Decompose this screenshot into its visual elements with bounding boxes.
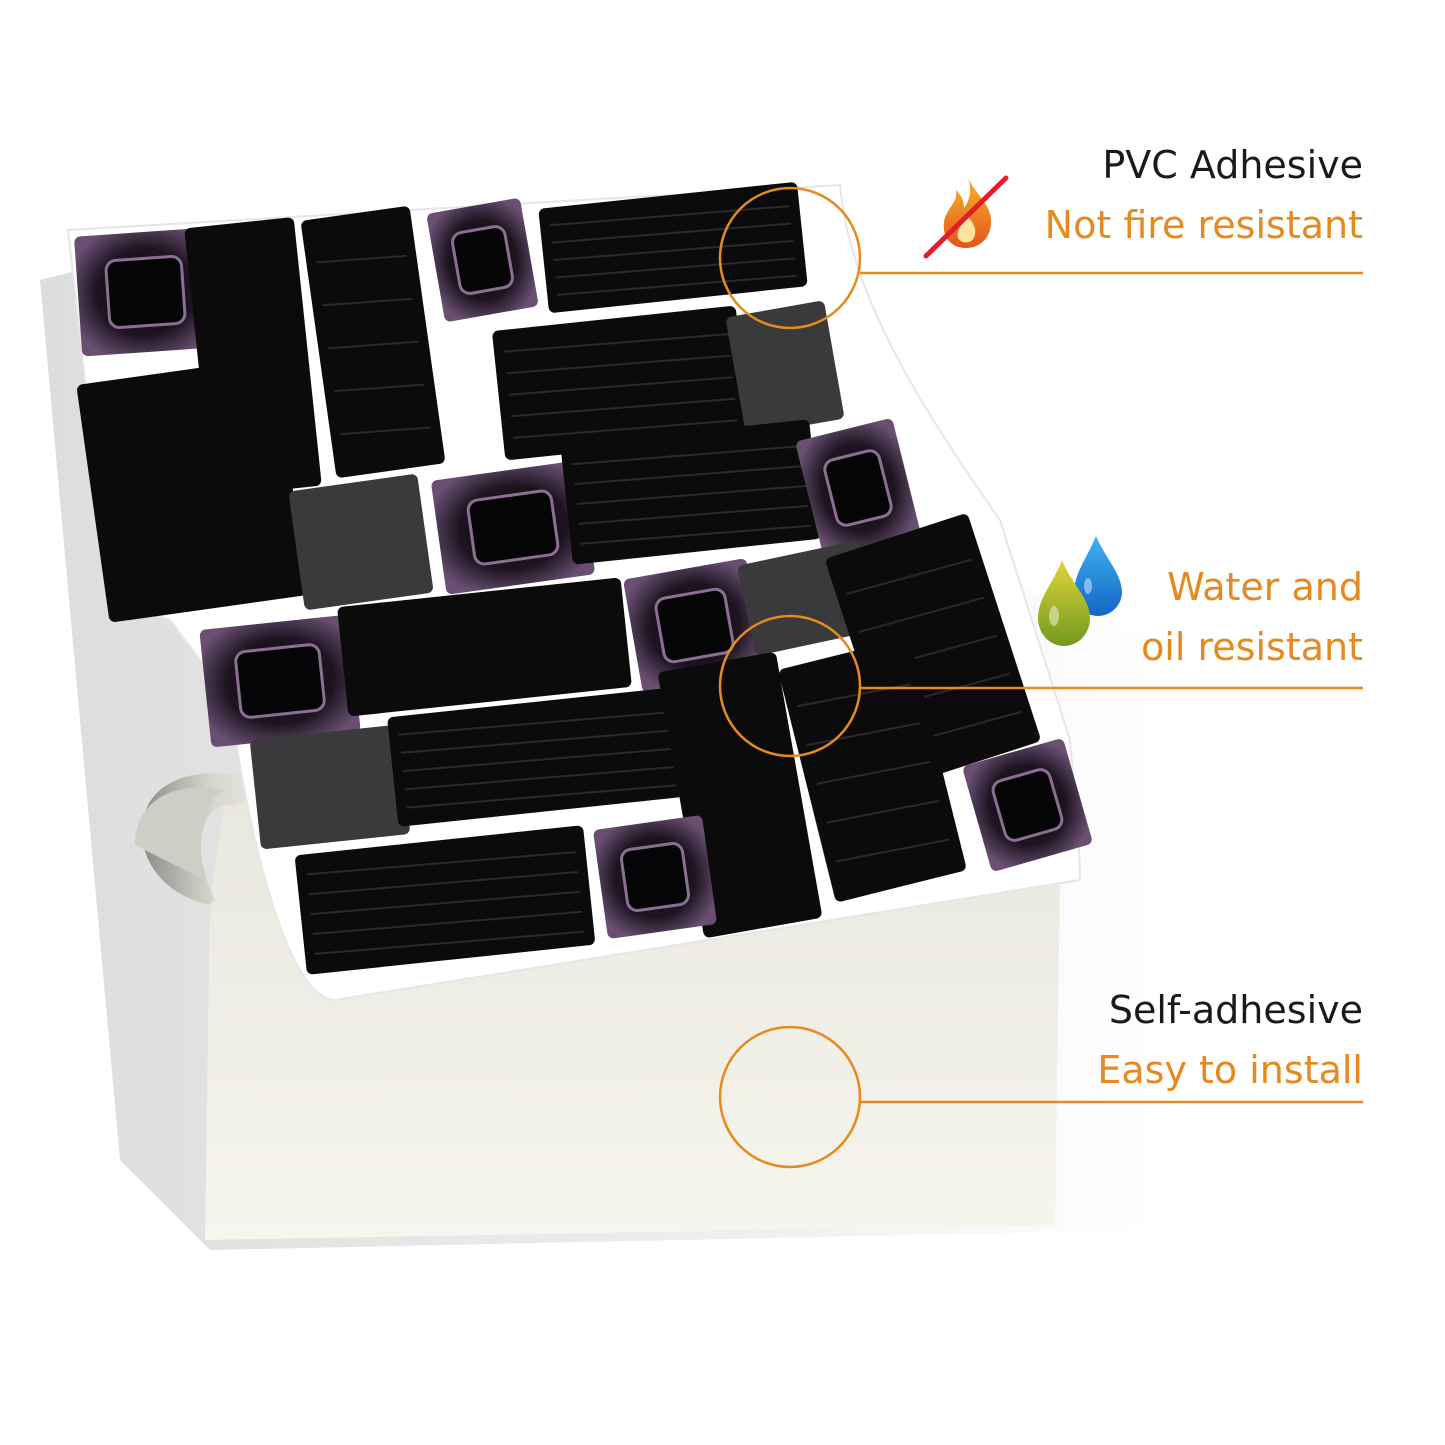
wood-grain — [551, 222, 792, 244]
grey-tile — [250, 725, 410, 849]
callout-circle-middle — [718, 614, 862, 758]
wood-grain — [398, 711, 669, 736]
wood-grain — [504, 333, 729, 353]
wood-grain — [574, 465, 804, 486]
black-tile — [77, 358, 307, 622]
no-fire-icon — [923, 175, 1009, 259]
wood-grain — [322, 297, 413, 307]
wood-grain — [835, 838, 950, 863]
wood-grain — [310, 890, 580, 916]
wood-grain — [513, 419, 738, 439]
wood-grain — [858, 596, 985, 634]
black-tile — [561, 419, 821, 565]
wood-grain — [826, 799, 940, 824]
gem-highlight — [234, 643, 326, 719]
wood-grain — [557, 274, 797, 296]
wood-grain — [314, 930, 585, 955]
wood-grain — [308, 870, 578, 896]
wood-grain — [576, 484, 807, 506]
wood-grain — [553, 239, 794, 262]
wood-grain — [316, 254, 407, 264]
gem-highlight — [823, 449, 893, 527]
wood-grain — [580, 524, 811, 545]
wood-grain — [328, 340, 419, 350]
black-tile — [301, 206, 445, 478]
wood-grain — [508, 376, 734, 396]
wood-grain — [400, 729, 671, 754]
wood-grain — [549, 205, 790, 227]
wood-grain — [572, 445, 802, 466]
gem-highlight — [466, 489, 560, 566]
wood-grain — [404, 766, 674, 791]
feature-subtitle-install: Easy to install — [1097, 1048, 1363, 1092]
feature-title-self-adhesive: Self-adhesive — [1108, 988, 1363, 1032]
wood-grain — [816, 760, 930, 785]
black-tile — [779, 638, 966, 902]
wood-grain — [506, 354, 731, 375]
wood-grain — [510, 397, 736, 418]
grey-tile — [289, 474, 433, 610]
wood-grain — [846, 558, 973, 595]
black-tile — [492, 306, 749, 460]
wood-grain — [306, 851, 576, 876]
tile-sheet — [66, 182, 1092, 1002]
water-oil-drops-icon — [1038, 536, 1122, 646]
wood-grain — [578, 504, 809, 525]
wood-grain — [312, 910, 583, 935]
wood-grain — [402, 747, 672, 773]
gem-highlight — [620, 842, 690, 912]
wood-grain — [806, 722, 921, 747]
feature-title-pvc: PVC Adhesive — [1102, 143, 1363, 187]
wood-grain — [406, 784, 676, 809]
callout-circle-bottom — [718, 1025, 862, 1169]
gem-highlight — [991, 768, 1064, 842]
callout-circle-top — [718, 186, 862, 330]
black-tile — [337, 578, 632, 716]
grey-tile — [726, 301, 844, 435]
wood-grain — [334, 383, 425, 393]
gem-highlight — [451, 225, 514, 295]
feature-subtitle-fire: Not fire resistant — [1044, 203, 1363, 247]
gem-highlight — [654, 587, 735, 664]
wood-grain — [555, 257, 795, 279]
feature-subtitle-water: Water and — [1167, 565, 1363, 609]
black-tile — [387, 687, 687, 827]
wood-grain — [340, 426, 431, 436]
feature-subtitle-oil: oil resistant — [1141, 625, 1363, 669]
gem-highlight — [104, 255, 187, 329]
